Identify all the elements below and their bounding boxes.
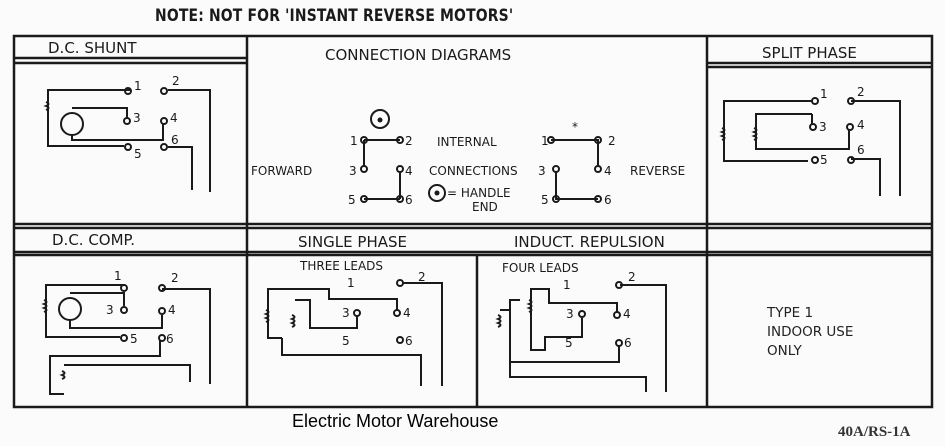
single-t3: 3 [342,306,350,320]
fwd-t5: 5 [348,193,356,207]
dc-shunt-schematic: 1 2 3 4 5 6 [43,74,211,192]
type-line-3: ONLY [767,343,802,359]
rev-t3: 3 [538,164,546,178]
dc-shunt-title: D.C. SHUNT [48,39,137,57]
induct-repulsion-schematic: 1 2 3 4 5 6 [495,270,667,392]
fwd-t4: 4 [405,164,413,178]
fwd-t2: 2 [405,134,413,148]
split-t6: 6 [857,143,865,157]
dc-comp-t6: 6 [166,332,174,346]
split-t5: 5 [820,153,828,167]
part-code: 40A/RS-1A [838,424,911,440]
split-phase-schematic: 1 2 3 4 5 6 [719,85,901,196]
dc-comp-t3: 3 [106,303,114,317]
end-label: END [472,200,498,214]
dc-shunt-t2: 2 [172,74,180,88]
handle-label: = HANDLE [447,186,511,200]
rev-t5: 5 [541,193,549,207]
fwd-t6: 6 [405,193,413,207]
four-leads-label: FOUR LEADS [502,261,579,275]
induct-repulsion-title: INDUCT. REPULSION [514,233,665,251]
split-t4: 4 [857,118,865,132]
ir-t4: 4 [623,307,631,321]
split-phase-title: SPLIT PHASE [762,44,857,62]
rev-t6: 6 [604,193,612,207]
split-t1: 1 [820,87,828,101]
single-t1: 1 [347,276,355,290]
type-rating: TYPE 1 INDOOR USE ONLY [767,304,853,361]
reverse-label: REVERSE [630,164,685,178]
note-heading: NOTE: NOT FOR 'INSTANT REVERSE MOTORS' [155,6,514,26]
ir-t6: 6 [624,336,632,350]
dc-shunt-t6: 6 [171,133,179,147]
star-mark: * [572,120,578,134]
three-leads-label: THREE LEADS [299,259,383,273]
connection-diagrams-title: CONNECTION DIAGRAMS [325,46,511,64]
dc-shunt-t3: 3 [133,111,141,125]
ir-t1: 1 [563,278,571,292]
internal-label: INTERNAL [437,135,497,149]
single-t2: 2 [418,270,426,284]
single-phase-title: SINGLE PHASE [298,233,407,251]
dc-comp-title: D.C. COMP. [52,231,135,249]
dc-comp-schematic: 1 2 3 4 5 6 [41,269,211,395]
grid-frame [12,34,934,409]
dc-shunt-t1: 1 [134,79,142,93]
type-line-2: INDOOR USE [767,324,854,340]
dc-comp-t5: 5 [130,332,138,346]
connections-label: CONNECTIONS [429,164,518,178]
dc-shunt-t4: 4 [170,111,178,125]
dc-shunt-t5: 5 [134,147,142,161]
fwd-t1: 1 [350,134,358,148]
single-t6: 6 [405,334,413,348]
split-t2: 2 [857,85,865,99]
connection-diagrams-schematic: FORWARD REVERSE INTERNAL CONNECTIONS = H… [251,109,685,214]
rev-t1: 1 [541,134,549,148]
ir-t3: 3 [566,307,574,321]
fwd-t3: 3 [349,164,357,178]
rev-t4: 4 [604,164,612,178]
dc-comp-t4: 4 [168,303,176,317]
dc-comp-t2: 2 [171,271,179,285]
footer-company: Electric Motor Warehouse [292,411,499,431]
single-t4: 4 [403,306,411,320]
dc-comp-t1: 1 [114,269,122,283]
single-phase-schematic: 1 2 3 4 5 6 [263,270,443,386]
rev-t2: 2 [608,134,616,148]
ir-t2: 2 [628,270,636,284]
split-t3: 3 [819,120,827,134]
forward-label: FORWARD [251,164,312,178]
ir-t5: 5 [565,336,573,350]
single-t5: 5 [342,334,350,348]
type-line-1: TYPE 1 [767,305,814,321]
